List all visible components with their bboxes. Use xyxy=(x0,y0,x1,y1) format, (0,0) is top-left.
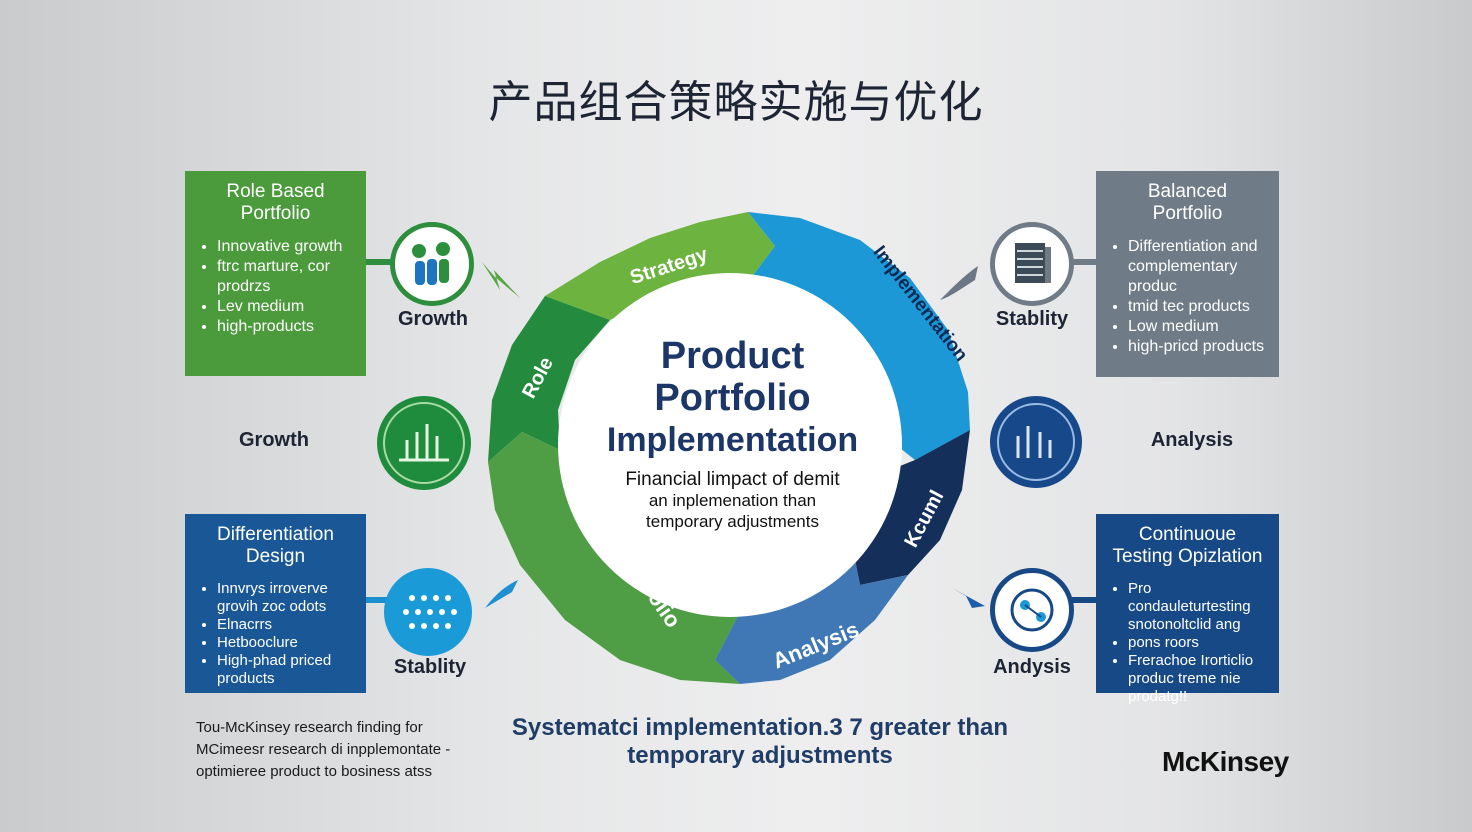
process-glyph xyxy=(1010,588,1054,632)
research-note-line: optimieree product to bosiness atss xyxy=(196,763,432,780)
ring-segment-kcuml xyxy=(852,430,970,585)
list-item: Differentiation and complementary produc xyxy=(1128,237,1265,297)
list-item: ftrc marture, cor prodrzs xyxy=(217,257,352,297)
research-note-line: Tou-McKinsey research finding for xyxy=(196,719,423,736)
box-title-line: Portfolio xyxy=(240,203,311,224)
list-item: tmid tec products xyxy=(1128,297,1265,317)
center-subtitle-line: temporary adjustments xyxy=(646,512,819,531)
arrow-icon xyxy=(482,262,520,298)
list-item: Pro condauleturtesting snotonoltclid ang xyxy=(1128,580,1265,634)
ring-segment-strategy xyxy=(545,212,775,320)
side-label-growth: Growth xyxy=(239,429,309,451)
center-subtitle: Financial limpact of demit an inplemenat… xyxy=(560,469,905,532)
arrow-icon xyxy=(952,588,985,608)
key-finding-line: Systematci implementation.3 7 greater th… xyxy=(511,714,1009,741)
continuous-testing-box: Continuoue Testing Opizlation Pro condau… xyxy=(1096,514,1279,705)
icon-label-stablity-bottom: Stablity xyxy=(393,656,467,678)
list-item: Low medium xyxy=(1128,317,1265,337)
stack-glyph xyxy=(1015,243,1051,283)
box-title-line: Differentiation xyxy=(217,524,334,545)
growth-chart-icon xyxy=(377,396,471,490)
list-item: Lev medium xyxy=(217,297,352,317)
center-title-line: Portfolio xyxy=(654,377,811,419)
list-item: Elnacrrs xyxy=(217,616,352,634)
icon-label-growth: Growth xyxy=(398,308,468,330)
ring-segment-role xyxy=(488,296,610,462)
ring-segment-product-portfolio xyxy=(488,432,740,684)
analysis-chart-icon xyxy=(990,396,1082,488)
process-icon xyxy=(990,568,1074,652)
list-item: high-products xyxy=(217,317,352,337)
box-title-line: Continuoue xyxy=(1138,524,1237,545)
side-label-analysis: Analysis xyxy=(1150,429,1234,451)
list-item: Innvrys irroverve grovih zoc odots xyxy=(217,580,352,616)
role-based-portfolio-box: Role Based Portfolio Innovative growth f… xyxy=(185,171,366,376)
box-title-line: Role Based xyxy=(226,181,325,202)
dots-glyph xyxy=(403,595,457,629)
center-text: Product Portfolio Implementation Financi… xyxy=(560,335,905,532)
arrow-icon xyxy=(485,580,518,608)
box-list: Innvrys irroverve grovih zoc odots Elnac… xyxy=(199,580,352,688)
box-title-line: Testing Opizlation xyxy=(1112,546,1263,567)
stack-icon xyxy=(990,222,1074,306)
center-subtitle-line: Financial limpact of demit xyxy=(625,469,840,490)
list-item: High-phad priced products xyxy=(217,652,352,688)
box-list: Differentiation and complementary produc… xyxy=(1110,237,1265,357)
box-title-line: Balanced xyxy=(1147,181,1228,202)
list-item: Hetbooclure xyxy=(217,634,352,652)
page-title: 产品组合策略实施与优化 xyxy=(488,77,984,128)
box-title-line: Design xyxy=(245,546,306,567)
list-item: Frerachoe Irorticlio produc treme nie pr… xyxy=(1128,652,1265,706)
brand-logo: McKinsey xyxy=(1162,746,1289,777)
growth-glyph xyxy=(383,402,465,484)
list-item: pons roors xyxy=(1128,634,1265,652)
analysis-glyph xyxy=(997,403,1075,481)
people-glyph xyxy=(412,242,450,285)
center-subtitle-line: an inplemenation than xyxy=(648,491,817,510)
center-title-line: Product xyxy=(660,335,805,377)
key-finding-line: temporary adjustments xyxy=(627,742,893,769)
box-title-line: Portfolio xyxy=(1152,203,1223,224)
key-finding: Systematci implementation.3 7 greater th… xyxy=(500,714,1020,770)
list-item: Innovative growth xyxy=(217,237,352,257)
balanced-portfolio-box: Balanced Portfolio Differentiation and c… xyxy=(1096,171,1279,377)
box-list: Pro condauleturtesting snotonoltclid ang… xyxy=(1110,580,1265,706)
ring-center-disc xyxy=(558,273,902,617)
arrow-icon xyxy=(940,266,978,300)
box-list: Innovative growth ftrc marture, cor prod… xyxy=(199,237,352,337)
differentiation-design-box: Differentiation Design Innvrys irroverve… xyxy=(185,514,366,693)
list-item: high-pricd products xyxy=(1128,337,1265,357)
box-title: Role Based Portfolio xyxy=(199,181,352,225)
dots-pattern-icon xyxy=(384,568,472,656)
icon-label-andysis: Andysis xyxy=(993,656,1071,678)
research-note-line: MCimeesr research di inpplemontate - xyxy=(196,741,451,758)
research-note: Tou-McKinsey research finding for MCimee… xyxy=(196,717,526,783)
ring-segment-analysis xyxy=(715,545,908,684)
center-title-line: Implementation xyxy=(606,421,859,459)
box-title: Balanced Portfolio xyxy=(1110,181,1265,225)
box-title: Continuoue Testing Opizlation xyxy=(1110,524,1265,568)
people-icon xyxy=(390,222,474,306)
box-title: Differentiation Design xyxy=(199,524,352,568)
icon-label-stablity: Stablity xyxy=(995,308,1069,330)
